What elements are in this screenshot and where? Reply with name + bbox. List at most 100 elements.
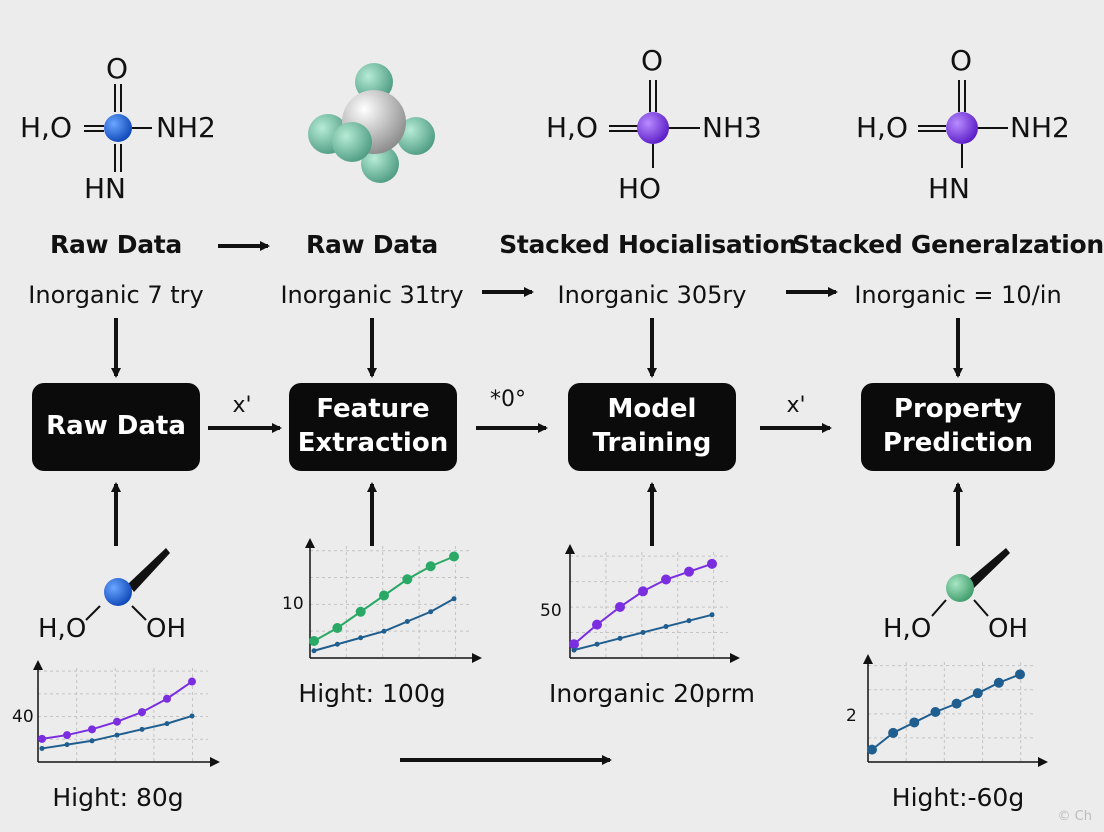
data-point <box>88 725 96 734</box>
molecule-3-left-label: H,O <box>546 111 598 144</box>
chart-1-caption: Hight: 80g <box>52 783 184 812</box>
bottom-molecule-1 <box>85 548 170 621</box>
data-point <box>888 727 899 738</box>
molecule-4-top-label: O <box>950 44 973 77</box>
atom-blue-icon <box>104 578 132 606</box>
atom-purple-icon <box>946 112 978 144</box>
data-point <box>663 624 669 630</box>
data-point <box>909 717 920 728</box>
data-point <box>661 574 671 585</box>
data-point <box>379 590 389 601</box>
bottom-molecule-1-right-label: OH <box>146 614 187 644</box>
data-point <box>334 641 340 647</box>
data-point <box>355 606 366 617</box>
stage-3-subtitle: Inorganic 305ry <box>557 281 747 309</box>
chart-4-ytick: 2 <box>846 706 857 726</box>
molecule-1-bottom-label: HN <box>84 172 126 205</box>
data-point <box>64 742 70 748</box>
stage-4-title: Stacked Generalzation <box>792 230 1104 259</box>
chart-3-ytick: 50 <box>540 601 562 621</box>
data-point <box>571 647 577 653</box>
data-point <box>114 732 120 738</box>
data-point <box>332 623 343 633</box>
data-point <box>39 745 45 751</box>
data-point <box>449 551 459 562</box>
molecule-1-left-label: H,O <box>20 111 72 144</box>
molecule-3 <box>609 80 700 168</box>
molecule-4 <box>918 80 1008 168</box>
data-point <box>867 744 877 755</box>
data-point <box>451 596 457 602</box>
data-point <box>709 612 715 618</box>
data-point <box>404 619 410 624</box>
arrow-label-1: x' <box>232 393 252 418</box>
data-point <box>1015 669 1025 680</box>
property-prediction-box-line1: Property <box>893 394 1023 425</box>
chart-1 <box>33 660 220 767</box>
data-point <box>113 717 121 726</box>
data-point <box>615 601 625 612</box>
molecule-4-left-label: H,O <box>856 111 908 144</box>
chart-3 <box>565 544 740 663</box>
bottom-molecule-4-left-label: H,O <box>883 614 932 644</box>
atom-purple-icon <box>637 112 669 144</box>
chart-2-caption: Hight: 100g <box>298 679 446 708</box>
feature-extraction-box-line1: Feature <box>316 394 430 425</box>
data-point <box>428 609 434 615</box>
data-point <box>951 698 962 709</box>
molecule-3-top-label: O <box>641 44 664 77</box>
data-point <box>402 574 413 585</box>
chart-1-ytick: 40 <box>12 707 34 727</box>
data-point <box>686 618 692 624</box>
raw-data-box: Raw Data <box>32 383 200 471</box>
data-point <box>707 558 717 569</box>
feature-extraction-box-line2: Extraction <box>297 428 449 458</box>
chart-4-caption: Hight:-60g <box>891 783 1025 812</box>
data-point <box>138 708 146 717</box>
stage-1-subtitle: Inorganic 7 try <box>28 281 204 309</box>
chart-3-caption: Inorganic 20prm <box>549 679 755 708</box>
stage-2-title: Raw Data <box>306 230 438 259</box>
arrow-label-2: *0° <box>490 387 526 412</box>
chart-2-ytick: 10 <box>282 594 304 614</box>
stage-2-subtitle: Inorganic 31try <box>280 281 464 309</box>
watermark: © Ch <box>1057 809 1092 824</box>
data-point <box>617 635 623 641</box>
atom-blue-icon <box>104 114 132 142</box>
data-point <box>358 635 364 641</box>
data-point <box>163 694 171 703</box>
molecule-1 <box>84 84 152 172</box>
data-point <box>89 738 95 744</box>
data-point <box>638 586 648 597</box>
raw-data-box-label: Raw Data <box>46 411 186 442</box>
molecule-4-right-label: NH2 <box>1010 111 1070 144</box>
chart-4 <box>863 654 1048 767</box>
molecule-3-bottom-label: HO <box>618 172 662 205</box>
data-point <box>993 677 1004 688</box>
model-training-box: Model Training <box>568 383 736 471</box>
data-point <box>684 566 694 577</box>
data-point <box>381 628 387 634</box>
series-line-1 <box>41 680 193 740</box>
data-point <box>569 639 579 650</box>
model-training-box-line2: Training <box>592 428 712 458</box>
molecule-1-top-label: O <box>106 52 129 85</box>
stage-1-title: Raw Data <box>50 230 182 259</box>
data-point <box>309 636 319 646</box>
arrow-label-3: x' <box>786 393 806 418</box>
molecule-cluster-icon <box>308 63 435 183</box>
atom-green-icon <box>946 574 974 602</box>
data-point <box>38 734 46 743</box>
stage-3-title: Stacked Hocialisation <box>499 230 797 259</box>
data-point <box>164 721 170 727</box>
molecule-1-right-label: NH2 <box>156 111 216 144</box>
property-prediction-box: Property Prediction <box>861 383 1055 471</box>
data-point <box>63 731 71 740</box>
molecule-4-bottom-label: HN <box>928 172 970 205</box>
chart-2 <box>305 538 482 663</box>
model-training-box-line1: Model <box>607 394 697 425</box>
bottom-molecule-4-right-label: OH <box>988 614 1029 644</box>
data-point <box>425 561 436 572</box>
